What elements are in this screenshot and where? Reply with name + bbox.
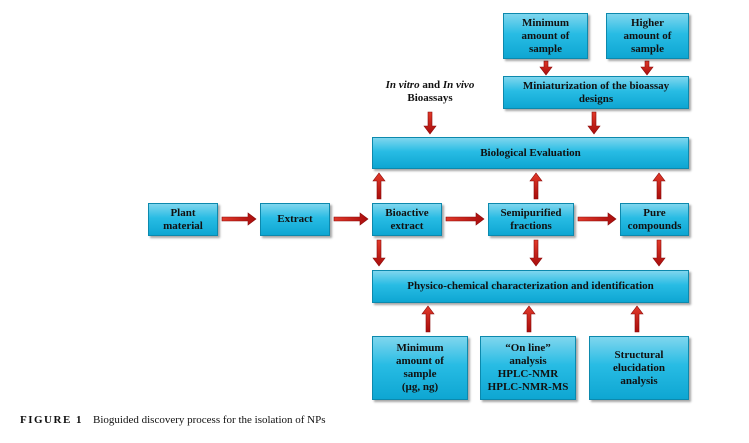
arrow-min-bottom-up <box>421 305 435 333</box>
arrow-online-up <box>522 305 536 333</box>
in-vitro-text: In vitro <box>385 79 420 91</box>
arrow-min-to-mini <box>539 60 553 76</box>
structural-elucidation-box: Structural elucidation analysis <box>589 336 689 400</box>
arrow-mini-to-eval <box>587 111 601 135</box>
bioassays-text: Bioassays <box>407 92 453 104</box>
arrow-higher-to-mini <box>640 60 654 76</box>
physico-chemical-box: Physico-chemical characterization and id… <box>372 270 689 303</box>
bioassays-label: In vitro and In vivo Bioassays <box>372 79 488 105</box>
arrow-bioactive-up <box>372 172 386 200</box>
bioactive-extract-box: Bioactive extract <box>372 203 442 236</box>
arrow-extract-to-bioactive <box>333 212 369 226</box>
in-vivo-text: In vivo <box>442 79 475 91</box>
min-amount-sample-bottom-box: Minimum amount of sample (µg, ng) <box>372 336 468 400</box>
arrow-semi-to-pure <box>577 212 617 226</box>
arrow-semi-down <box>529 239 543 267</box>
miniaturization-box: Miniaturization of the bioassay designs <box>503 76 689 109</box>
figure-label: FIGURE 1 <box>20 414 84 426</box>
figure-caption: FIGURE 1 Bioguided discovery process for … <box>20 414 326 426</box>
plant-material-box: Plant material <box>148 203 218 236</box>
arrow-pure-up <box>652 172 666 200</box>
arrow-bioactive-to-semi <box>445 212 485 226</box>
arrow-bioactive-down <box>372 239 386 267</box>
caption-text: Bioguided discovery process for the isol… <box>93 414 326 426</box>
arrow-structural-up <box>630 305 644 333</box>
min-amount-sample-top-box: Minimum amount of sample <box>503 13 588 59</box>
arrow-bioassays-to-eval <box>423 111 437 135</box>
extract-box: Extract <box>260 203 330 236</box>
higher-amount-sample-box: Higher amount of sample <box>606 13 689 59</box>
pure-compounds-box: Pure compounds <box>620 203 689 236</box>
arrow-plant-to-extract <box>221 212 257 226</box>
arrow-pure-down <box>652 239 666 267</box>
arrow-semi-up <box>529 172 543 200</box>
and-text: and <box>419 79 443 91</box>
online-analysis-box: “On line” analysis HPLC-NMR HPLC-NMR-MS <box>480 336 576 400</box>
semipurified-fractions-box: Semipurified fractions <box>488 203 574 236</box>
biological-evaluation-box: Biological Evaluation <box>372 137 689 169</box>
